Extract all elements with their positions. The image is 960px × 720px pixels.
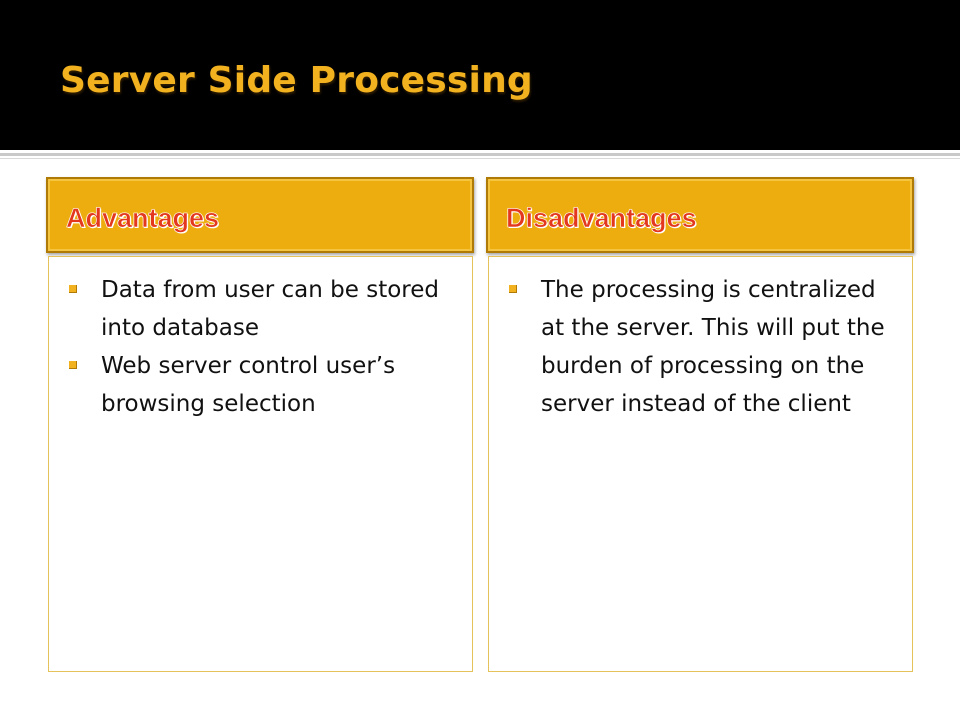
advantages-list: Data from user can be stored into databa… (63, 271, 458, 423)
advantages-header: Advantages (46, 177, 474, 253)
disadvantages-header-label: Disadvantages (506, 203, 697, 234)
square-bullet-icon (69, 361, 77, 369)
list-item-text: Web server control user’s browsing selec… (101, 353, 396, 417)
disadvantages-panel: The processing is centralized at the ser… (488, 256, 913, 672)
title-divider-thin (0, 158, 960, 159)
square-bullet-icon (69, 285, 77, 293)
list-item-text: The processing is centralized at the ser… (541, 277, 885, 417)
list-item: The processing is centralized at the ser… (503, 271, 898, 423)
title-divider (0, 153, 960, 156)
list-item-text: Data from user can be stored into databa… (101, 277, 440, 341)
list-item: Web server control user’s browsing selec… (63, 347, 458, 423)
advantages-header-label: Advantages (66, 203, 220, 234)
title-bar: Server Side Processing (0, 0, 960, 150)
list-item: Data from user can be stored into databa… (63, 271, 458, 347)
disadvantages-list: The processing is centralized at the ser… (503, 271, 898, 423)
slide-title: Server Side Processing (60, 60, 533, 101)
disadvantages-header: Disadvantages (486, 177, 914, 253)
square-bullet-icon (509, 285, 517, 293)
advantages-panel: Data from user can be stored into databa… (48, 256, 473, 672)
